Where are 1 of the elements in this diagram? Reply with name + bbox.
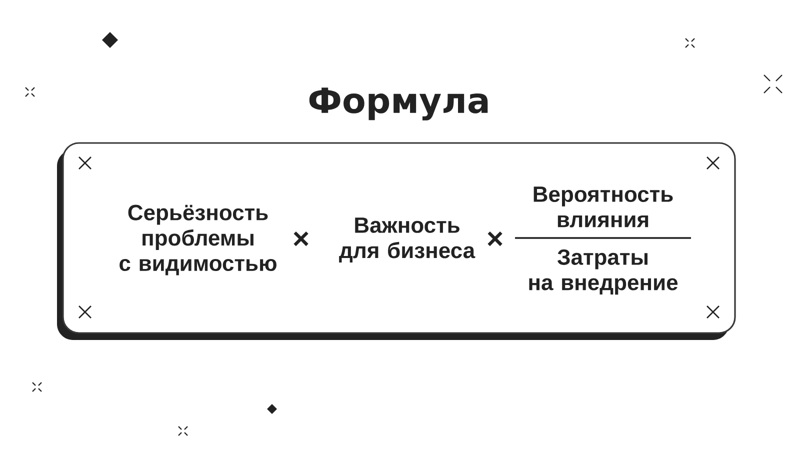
- title: Формула: [309, 88, 488, 120]
